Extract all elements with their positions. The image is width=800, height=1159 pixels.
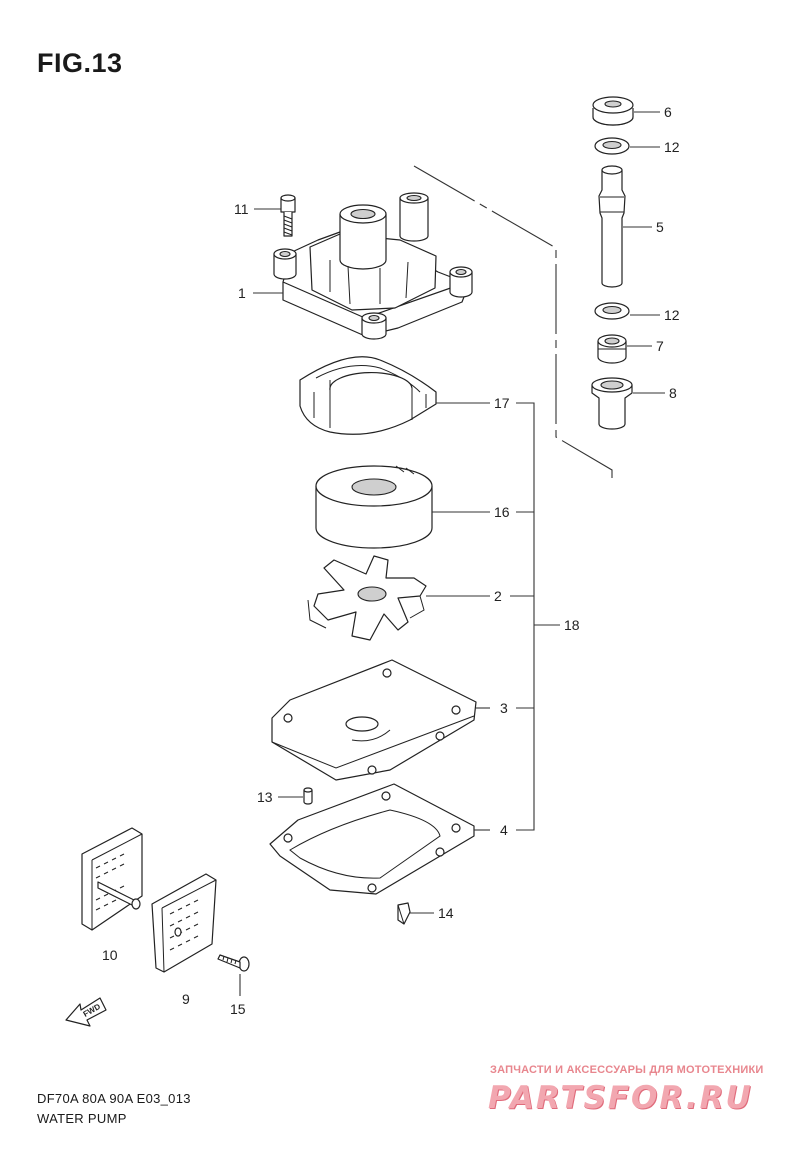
label-2: 2 bbox=[494, 588, 502, 604]
kit-18-bracket bbox=[510, 402, 560, 831]
label-1: 1 bbox=[238, 285, 246, 301]
part-4-gasket[interactable] bbox=[269, 783, 475, 895]
part-14-key[interactable] bbox=[397, 902, 411, 925]
fwd-arrow-icon: FWD bbox=[65, 997, 107, 1027]
label-8: 8 bbox=[669, 385, 677, 401]
label-18: 18 bbox=[564, 617, 580, 633]
figure-title: FIG.13 bbox=[37, 48, 123, 78]
part-7-seal[interactable] bbox=[597, 334, 627, 364]
part-9-strainer-cover[interactable] bbox=[151, 873, 217, 973]
label-6: 6 bbox=[664, 104, 672, 120]
part-12-oring-lower[interactable] bbox=[594, 302, 630, 320]
label-3: 3 bbox=[500, 700, 508, 716]
watermark-tagline: ЗАПЧАСТИ И АКСЕССУАРЫ ДЛЯ МОТОТЕХНИКИ bbox=[490, 1064, 764, 1076]
label-15: 15 bbox=[230, 1001, 246, 1017]
label-13: 13 bbox=[257, 789, 273, 805]
label-16: 16 bbox=[494, 504, 510, 520]
assembly-reference-line bbox=[413, 165, 613, 478]
footer-section-name: WATER PUMP bbox=[37, 1111, 127, 1126]
part-17-liner[interactable] bbox=[299, 356, 437, 435]
part-13-dowel-pin[interactable] bbox=[303, 787, 313, 805]
part-1-pump-case[interactable] bbox=[273, 192, 473, 340]
part-8-bushing[interactable] bbox=[591, 377, 633, 430]
part-5-water-tube[interactable] bbox=[598, 165, 626, 288]
label-9: 9 bbox=[182, 991, 190, 1007]
part-15-screw[interactable] bbox=[217, 954, 250, 972]
label-14: 14 bbox=[438, 905, 454, 921]
part-2-impeller[interactable] bbox=[307, 555, 427, 641]
label-10: 10 bbox=[102, 947, 118, 963]
label-11: 11 bbox=[234, 201, 249, 217]
watermark-logo: PARTSFOR.RU bbox=[488, 1080, 753, 1116]
part-16-impeller-housing[interactable] bbox=[315, 465, 433, 549]
part-10-strainer[interactable] bbox=[81, 827, 143, 931]
part-11-bolt[interactable] bbox=[280, 194, 296, 237]
label-5: 5 bbox=[656, 219, 664, 235]
part-3-plate[interactable] bbox=[271, 659, 477, 781]
label-7: 7 bbox=[656, 338, 664, 354]
label-12-lower: 12 bbox=[664, 307, 680, 323]
label-17: 17 bbox=[494, 395, 510, 411]
label-4: 4 bbox=[500, 822, 508, 838]
part-6-grommet[interactable] bbox=[592, 96, 634, 126]
footer-model-code: DF70A 80A 90A E03_013 bbox=[37, 1091, 191, 1106]
part-12-oring-upper[interactable] bbox=[594, 137, 630, 155]
label-12-upper: 12 bbox=[664, 139, 680, 155]
